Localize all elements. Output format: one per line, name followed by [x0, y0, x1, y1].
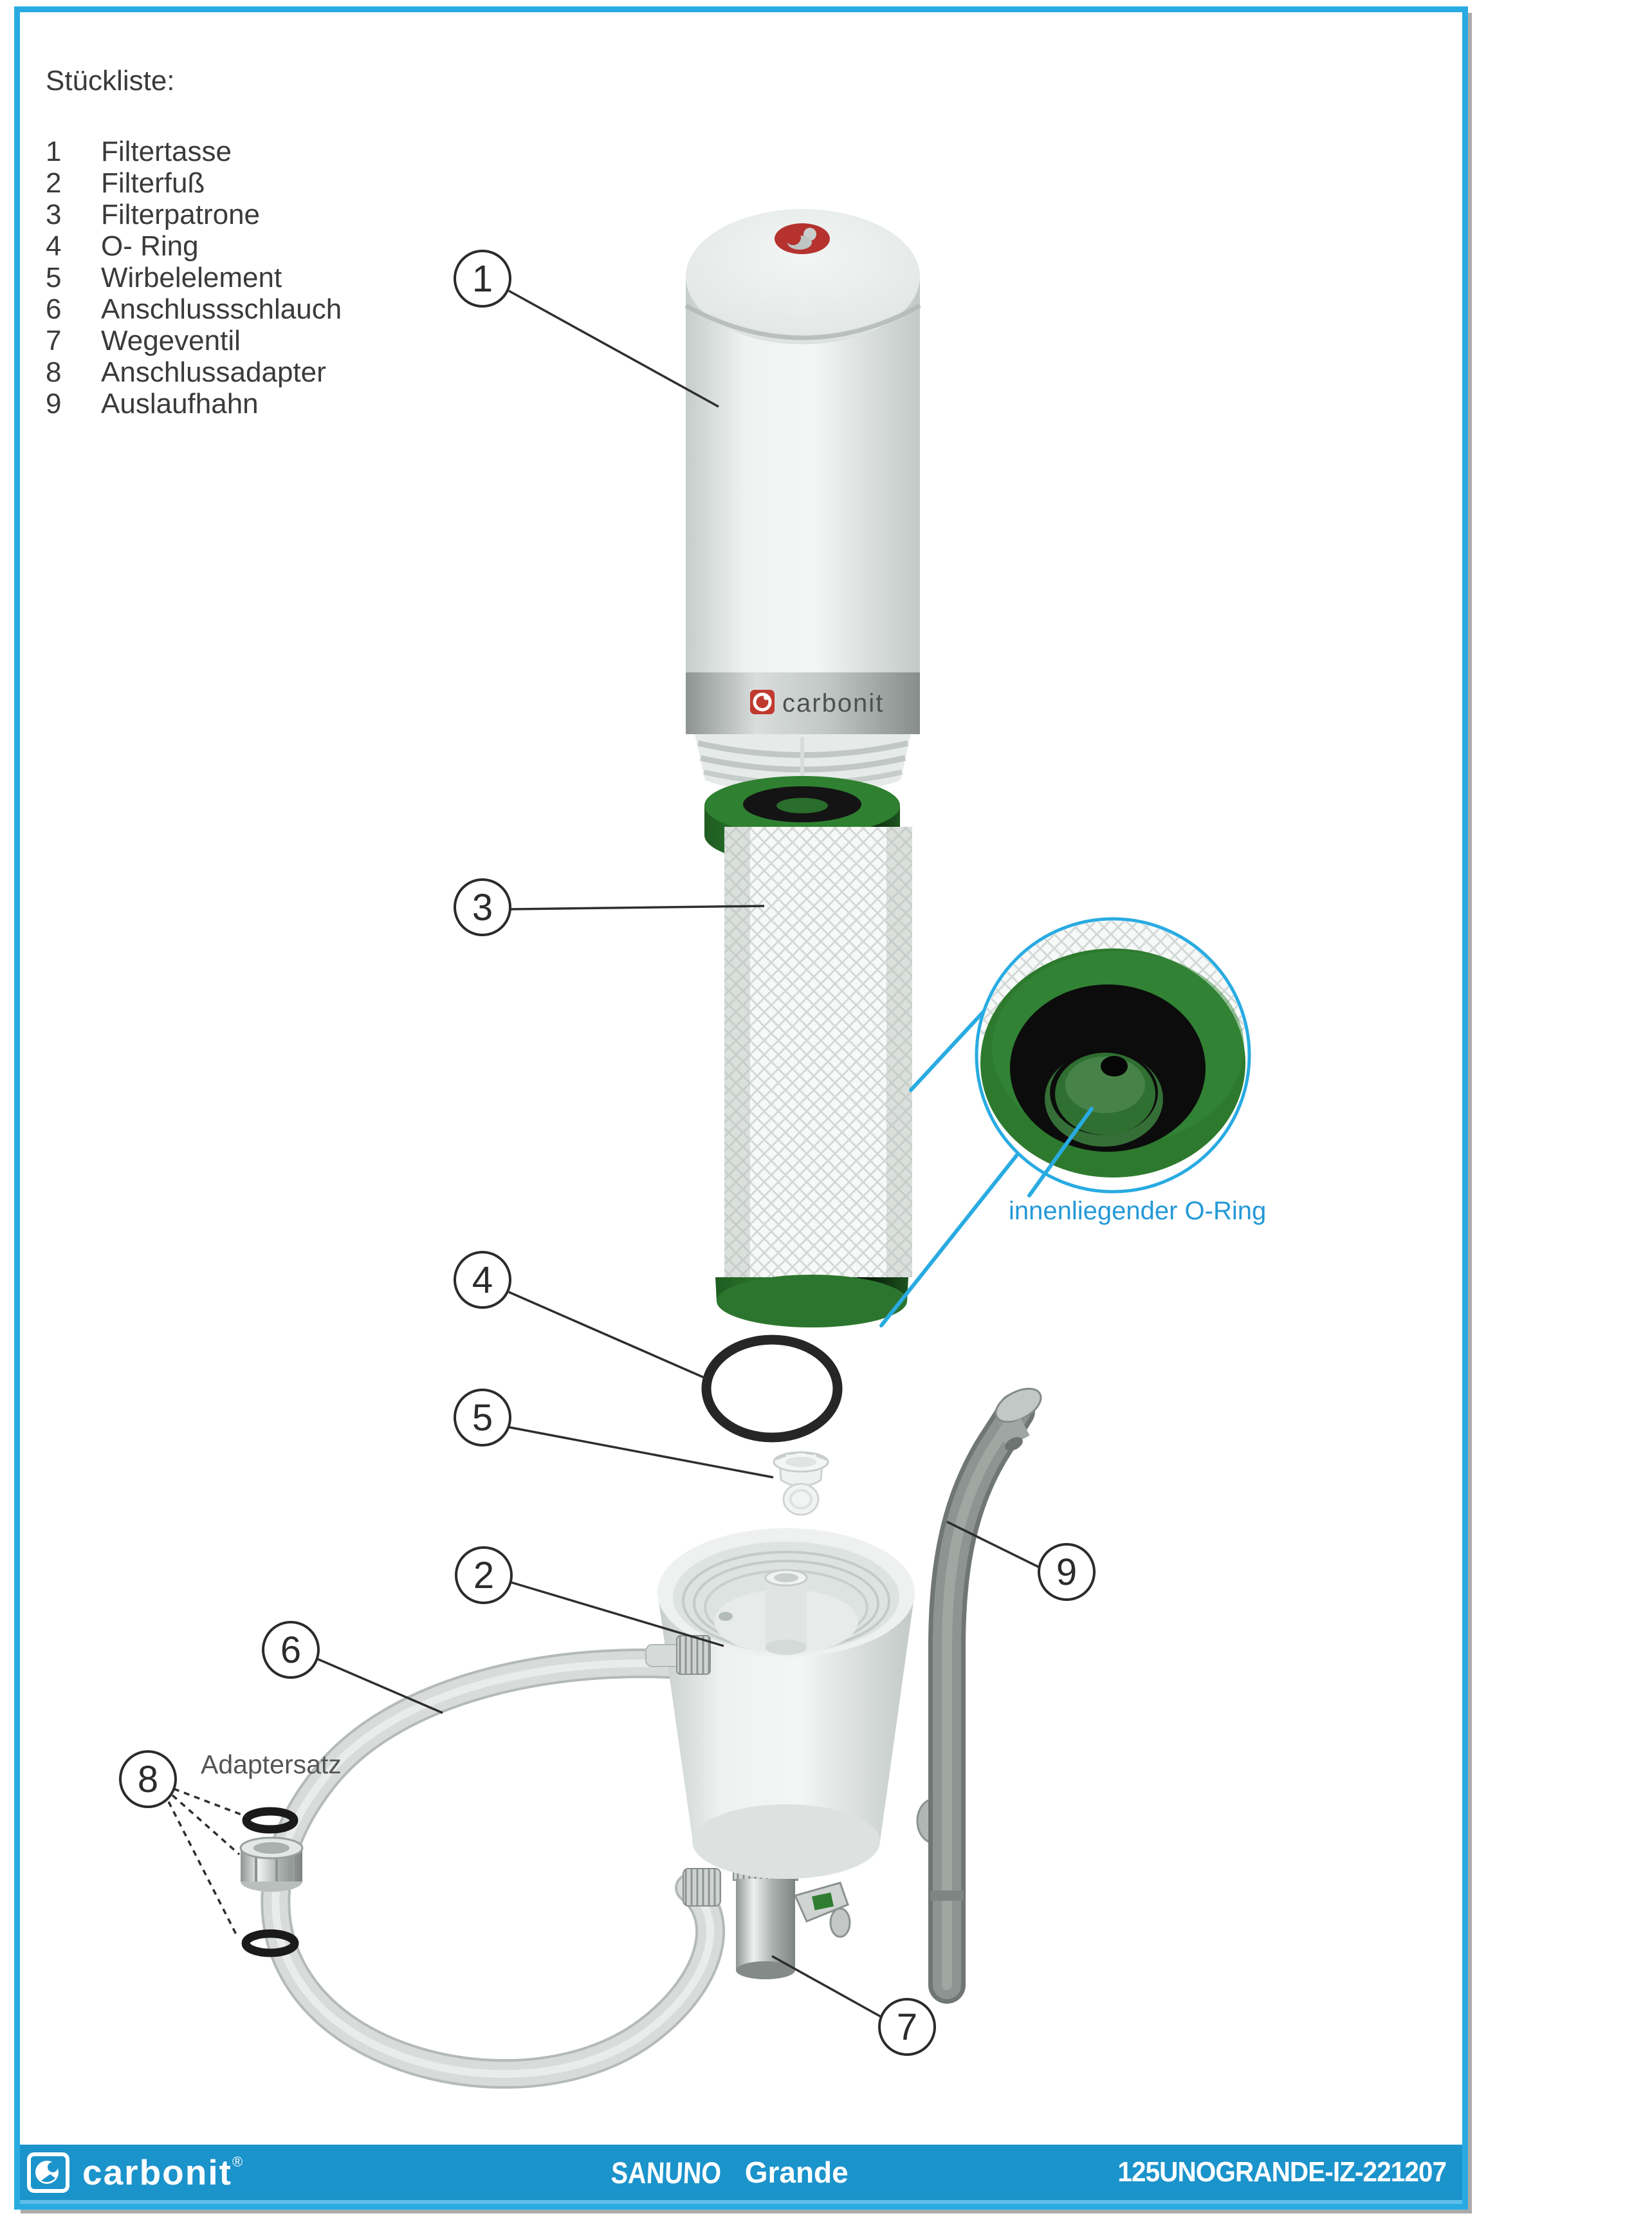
parts-list: Stückliste: 1 Filtertasse 2 Filterfuß 3 Fil… — [46, 65, 342, 420]
parts-list-row: 3 Filterpatrone — [46, 199, 342, 230]
part-number: 2 — [46, 167, 62, 199]
part-name: Anschlussschlauch — [101, 293, 342, 325]
part-number: 3 — [46, 199, 62, 230]
part-number: 5 — [46, 262, 62, 293]
callout-4: 4 — [454, 1251, 511, 1309]
footer-brand-text: carbonit — [82, 2152, 232, 2192]
callout-6: 6 — [262, 1621, 320, 1679]
part-number: 1 — [46, 136, 62, 167]
svg-text:7: 7 — [897, 2006, 917, 2048]
swirl-element — [773, 1451, 829, 1516]
parts-list-title: Stückliste: — [46, 65, 175, 97]
part-name: Filtertasse — [101, 136, 232, 167]
o-ring — [701, 1335, 843, 1443]
part-number: 4 — [46, 230, 62, 262]
part-name: O- Ring — [101, 230, 199, 262]
footer-bar: carbonit ® SANUNO Grande 125UNOGRANDE-IZ… — [20, 2145, 1462, 2204]
callouts: 1 3 4 5 2 6 8 — [119, 250, 1096, 2056]
svg-text:3: 3 — [472, 887, 493, 929]
footer-product-block: SANUNO Grande — [610, 2145, 849, 2200]
parts-list-rows: 1 Filtertasse 2 Filterfuß 3 Filterpatrone 4… — [46, 136, 342, 420]
part-name: Wirbelelement — [101, 262, 282, 293]
adapter-set — [239, 1807, 304, 1957]
carbonit-logo-icon — [27, 2152, 69, 2193]
housing-brand-text: carbonit — [782, 689, 884, 717]
callout-5: 5 — [454, 1389, 511, 1446]
parts-list-row: 4 O- Ring — [46, 230, 342, 262]
svg-text:4: 4 — [472, 1259, 493, 1301]
part-name: Auslaufhahn — [101, 388, 259, 420]
product-variant: Grande — [744, 2156, 849, 2189]
part-number: 8 — [46, 356, 62, 388]
parts-list-row: 9 Auslaufhahn — [46, 388, 342, 420]
detail-view: innenliegender O-Ring — [879, 917, 1266, 1327]
parts-list-row: 1 Filtertasse — [46, 136, 342, 167]
parts-list-row: 8 Anschlussadapter — [46, 356, 342, 388]
part-name: Wegeventil — [101, 325, 241, 356]
part-name: Anschlussadapter — [101, 356, 326, 388]
registered-mark: ® — [232, 2154, 243, 2170]
callout-3: 3 — [454, 878, 511, 936]
parts-list-row: 6 Anschlussschlauch — [46, 293, 342, 325]
part-number: 6 — [46, 293, 62, 325]
leader-lines — [167, 290, 1040, 2018]
parts-list-row: 7 Wegeventil — [46, 325, 342, 356]
connection-hose — [261, 1649, 725, 2089]
outlet-faucet — [928, 1387, 1042, 2004]
callout-2: 2 — [455, 1546, 513, 1604]
part-number: 9 — [46, 388, 62, 420]
filter-cup: carbonit — [684, 209, 921, 793]
adapter-set-label: Adaptersatz — [201, 1750, 342, 1779]
footer-brand-block: carbonit ® — [27, 2145, 243, 2200]
svg-text:2: 2 — [473, 1555, 494, 1596]
callout-7: 7 — [878, 1998, 936, 2056]
filter-base — [645, 1528, 952, 1879]
callout-8: 8 — [119, 1750, 177, 1808]
part-number: 7 — [46, 325, 62, 356]
part-name: Filterfuß — [101, 167, 205, 199]
callout-1: 1 — [454, 250, 511, 308]
filter-cartridge — [704, 776, 912, 1327]
part-name: Filterpatrone — [101, 199, 261, 230]
document-number: 125UNOGRANDE-IZ-221207 — [1117, 2156, 1447, 2188]
svg-text:1: 1 — [472, 258, 493, 300]
svg-text:8: 8 — [138, 1759, 158, 1800]
callout-9: 9 — [1038, 1543, 1096, 1601]
parts-list-row: 2 Filterfuß — [46, 167, 342, 199]
svg-text:6: 6 — [280, 1629, 301, 1671]
parts-list-row: 5 Wirbelelement — [46, 262, 342, 293]
inner-oring-label: innenliegender O-Ring — [1009, 1197, 1266, 1225]
svg-text:5: 5 — [472, 1397, 493, 1439]
svg-text:9: 9 — [1056, 1551, 1077, 1593]
